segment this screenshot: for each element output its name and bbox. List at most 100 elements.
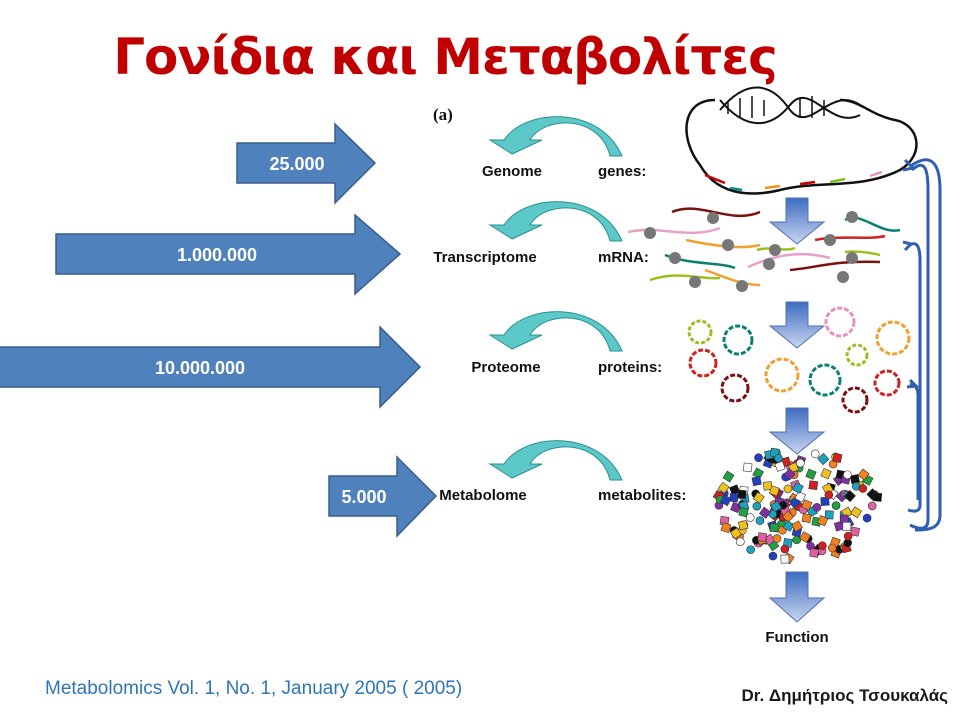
metabolite-shape [812,503,822,512]
metabolite-shape [745,513,755,522]
metabolite-shape [729,492,739,503]
metabolite-shape [867,501,877,511]
metabolite-shape [774,460,786,472]
metabolite-shape [752,491,765,504]
metabolite-shape [810,449,820,459]
metabolite-shape [742,462,753,473]
metabolite-shape [799,531,811,543]
metabolite-shape [754,453,763,462]
metabolite-shape [757,532,768,543]
metabolite-shape [768,551,778,561]
metabolites-label: metabolites: [598,487,686,504]
panel-label: (a) [433,105,453,124]
metabolite-shape [831,501,841,510]
cycle-arrow-icon [488,201,623,242]
metabolite-shape [783,468,796,481]
metabolite-shape [843,470,852,480]
metabolite-shape [817,452,830,466]
proteome-label: Proteome [471,359,540,376]
author: Dr. Δημήτριος Τσουκαλάς [741,686,949,705]
metabolite-shape [783,484,793,494]
metabolite-shape [791,520,803,533]
metabolite-shape [862,513,872,523]
metabolite-shape [827,543,837,553]
mrna-label: mRNA: [598,249,649,266]
metabolite-shape [801,513,812,523]
cycle-arrow-icon [488,116,623,157]
down-arrow-icon [768,301,826,349]
metabolite-shape [737,489,747,500]
metabolite-shape [758,506,771,519]
metabolite-shape [781,510,795,523]
metabolite-shape [717,481,730,494]
cycle-arrow-icon [488,311,623,352]
count-arrow-proteome: 10.000.000 [0,325,422,409]
genome-label: Genome [482,163,542,180]
metabolite-shape [796,458,805,468]
flow-arrows [768,197,826,623]
ribosomes-icon [644,211,858,292]
metabolite-shape [720,522,732,533]
transcriptome-label: Transcriptome [433,249,536,266]
metabolite-shape [872,492,883,502]
feedback-arrows [902,158,942,532]
metabolite-shape [719,494,732,507]
metabolite-shape [746,545,755,554]
metabolome-label: Metabolome [439,487,527,504]
metabolite-shape [843,531,853,541]
metabolite-shape [850,506,862,519]
metabolite-shape [736,537,745,546]
citation: Metabolomics Vol. 1, No. 1, January 2005… [45,678,463,699]
metabolite-shape [824,490,834,500]
metabolite-shape [729,527,742,540]
down-arrow-icon [768,407,826,455]
metabolites-icon [712,447,883,565]
metabolite-shape [849,526,861,537]
metabolite-shape [818,541,827,551]
transcriptome-count: 1.000.000 [177,245,257,265]
metabolome-count: 5.000 [341,487,386,507]
metabolite-shape [768,485,780,497]
metabolite-shape [808,480,819,491]
metabolite-shape [738,506,749,518]
metabolite-shape [816,514,829,527]
slide-title: Γονίδια και Μεταβολίτες [113,28,778,86]
metabolite-shape [772,534,782,543]
metabolite-shape [780,544,790,554]
metabolite-shape [729,484,741,496]
metabolite-shape [820,467,832,480]
down-arrow-icon [768,571,826,623]
metabolite-shape [782,520,795,532]
metabolite-shape [820,496,830,506]
count-arrow-transcriptome: 1.000.000 [55,213,402,296]
metabolite-shape [839,514,849,524]
proteins-label: proteins: [598,359,662,376]
metabolite-shape [805,468,817,480]
metabolite-shape [858,484,868,493]
metabolite-shape [842,522,852,531]
metabolite-shape [801,499,813,511]
metabolite-shape [780,554,790,564]
metabolite-shape [751,475,762,487]
proteome-count: 10.000.000 [155,358,245,378]
dna-icon [685,86,918,195]
metabolite-shape [752,501,762,511]
proteins-icon [687,306,911,414]
metabolite-shape [770,500,782,513]
count-arrow-genome: 25.000 [236,122,377,205]
metabolite-shape [737,520,749,531]
genes-label: genes: [598,163,646,180]
metabolite-shape [843,489,856,503]
function-label: Function [765,629,828,646]
metabolite-shape [792,482,804,494]
count-arrow-metabolome: 5.000 [328,455,438,538]
metabolite-shape [769,523,779,533]
down-arrow-icon [768,197,826,245]
metabolite-shape [794,490,807,503]
cycle-arrow-icon [488,440,623,481]
metabolite-shape [774,454,783,463]
metabolite-shape [809,547,820,558]
metabolite-shape [722,470,735,483]
